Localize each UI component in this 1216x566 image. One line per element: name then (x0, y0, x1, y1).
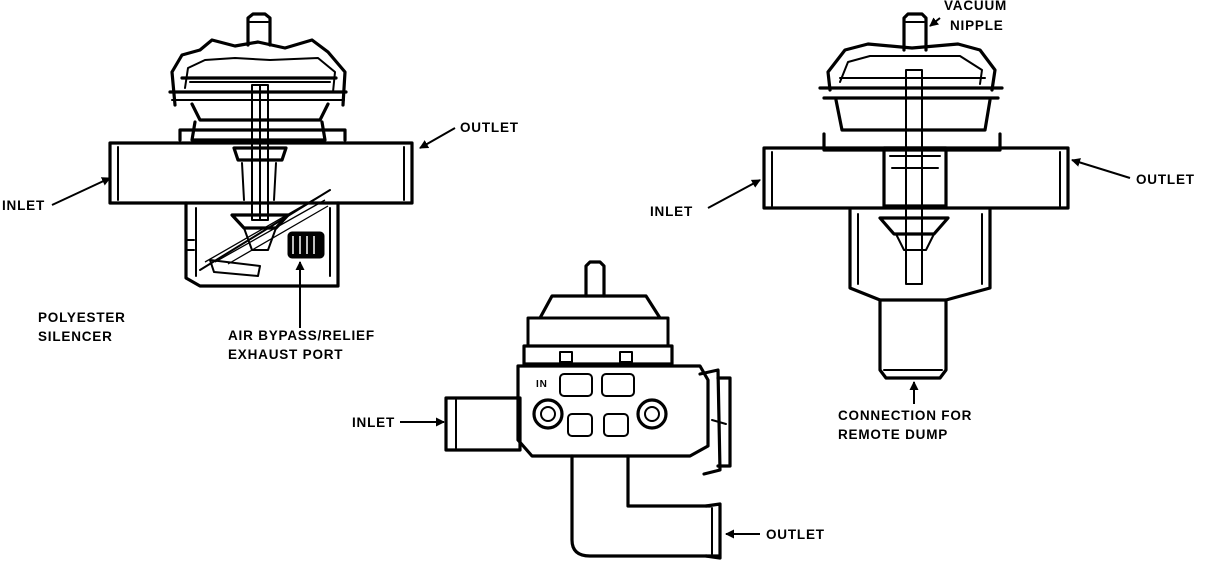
center-in-mark: IN (536, 379, 548, 390)
right-inlet-arrow (707, 179, 761, 209)
vacuum-label-line2: NIPPLE (950, 18, 1004, 33)
right-vacuum-arrow (929, 17, 941, 27)
silencer-label-line2: SILENCER (38, 329, 113, 344)
left-vacuum-nipple (246, 12, 272, 47)
center-inlet-label: INLET (352, 415, 395, 430)
right-lower-chamber (848, 208, 992, 302)
bypass-label-line1: AIR BYPASS/RELIEF (228, 328, 375, 343)
left-diaphragm-housing (170, 38, 347, 107)
left-lower-chamber (184, 201, 340, 288)
center-outlet-elbow (570, 454, 720, 558)
left-inlet-label: INLET (2, 198, 45, 213)
right-outlet-label: OUTLET (1136, 172, 1195, 187)
remote-label-line2: REMOTE DUMP (838, 427, 948, 442)
center-valve-exterior: IN (444, 260, 732, 560)
right-main-pipe (762, 146, 1070, 210)
bypass-label-line2: EXHAUST PORT (228, 347, 343, 362)
silencer-label-line1: POLYESTER (38, 310, 126, 325)
center-outlet-label: OUTLET (766, 527, 825, 542)
left-valve-cutaway (108, 12, 414, 288)
right-remote-dump-tube (878, 298, 948, 380)
left-inlet-arrow (51, 177, 111, 206)
left-exhaust-port (287, 231, 325, 259)
center-inlet-spigot (444, 396, 522, 452)
left-outlet-arrow (419, 127, 456, 149)
left-outlet-label: OUTLET (460, 120, 519, 135)
right-outlet-arrow (1071, 158, 1131, 179)
right-inlet-label: INLET (650, 204, 693, 219)
center-vacuum-nipple (584, 260, 606, 298)
remote-label-line1: CONNECTION FOR (838, 408, 972, 423)
right-vacuum-nipple (902, 12, 928, 52)
right-diaphragm-housing (826, 42, 997, 92)
right-valve-cutaway (762, 12, 1070, 380)
vacuum-label-line1: VACUUM (944, 0, 1007, 13)
